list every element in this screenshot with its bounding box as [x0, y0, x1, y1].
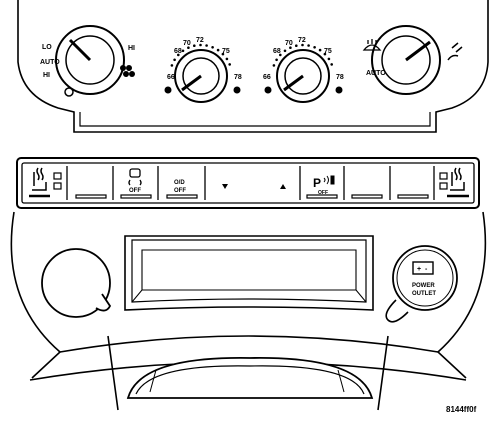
park-assist-off-label: OFF [318, 190, 328, 196]
left-round-cap[interactable] [41, 248, 112, 318]
floor-vent-icon [447, 42, 463, 61]
battery-icon: + - [412, 261, 434, 275]
fan-hi-label-left: HI [43, 72, 50, 79]
left-temp-cold-dot [164, 86, 172, 94]
climate-panel [17, 0, 489, 133]
temp-scale-dot [211, 46, 214, 49]
blank-switch-2 [345, 165, 389, 201]
defrost-icon [362, 39, 382, 51]
temp-scale-dot [177, 53, 180, 57]
power-outlet[interactable]: + - POWER OUTLET [385, 245, 458, 323]
left-temp-66: 66 [167, 74, 175, 81]
temp-scale-dot [289, 46, 292, 49]
cupholder-tray[interactable] [126, 357, 374, 399]
right-temp-68: 68 [273, 48, 281, 55]
esc-off-button[interactable]: OFF [114, 165, 157, 201]
right-temp-scale-dots [272, 43, 334, 67]
svg-text:-: - [425, 266, 428, 273]
skid-car-icon [128, 168, 142, 186]
temp-scale-dot [181, 49, 185, 53]
temp-scale-dot [327, 57, 331, 61]
power-outlet-label-1: POWER [412, 283, 435, 289]
fan-lo-label: LO [42, 44, 52, 51]
right-temp-hot-dot [335, 86, 343, 94]
right-temp-knob[interactable] [276, 49, 330, 103]
blank-switch-3 [391, 165, 433, 201]
temp-scale-dot [173, 58, 176, 62]
right-temp-70: 70 [285, 40, 293, 47]
temp-scale-dot [323, 52, 327, 56]
mode-auto-label: AUTO [366, 70, 386, 77]
temp-scale-dot [170, 64, 174, 67]
seat-heat-icon-right [447, 167, 469, 198]
right-heated-seat-button[interactable] [435, 165, 473, 201]
temp-scale-dot [228, 63, 231, 66]
left-temp-78: 78 [234, 74, 242, 81]
figure-id: 8144ff0f [446, 405, 477, 414]
mode-knob[interactable] [371, 25, 441, 95]
seat-level-indicators-right [439, 172, 448, 190]
temp-scale-dot [295, 44, 298, 47]
left-temp-scale-dots [170, 43, 231, 67]
right-temp-cold-dot [264, 86, 272, 94]
left-temp-72: 72 [196, 37, 204, 44]
park-assist-letter: P [313, 176, 321, 190]
lower-console-outline [10, 211, 487, 411]
temp-scale-dot [313, 46, 316, 49]
fan-auto-label: AUTO [40, 59, 60, 66]
park-sensor-icon [323, 175, 335, 185]
od-off-label: OFF [174, 188, 186, 194]
fan-hi-label-right: HI [128, 45, 135, 52]
temp-scale-dot [193, 44, 196, 47]
overdrive-off-button[interactable]: O/D OFF [159, 165, 204, 201]
temp-scale-dot [272, 64, 276, 67]
seek-display [222, 184, 286, 189]
temp-scale-dot [221, 52, 225, 56]
right-temp-75: 75 [324, 48, 332, 55]
right-temp-78: 78 [336, 74, 344, 81]
down-arrow-icon[interactable] [222, 184, 228, 189]
temp-scale-dot [301, 43, 304, 47]
temp-scale-dot [307, 44, 310, 47]
outlet-cap-tether [385, 299, 409, 323]
seat-level-indicators-left [53, 172, 62, 190]
temp-scale-dot [275, 58, 278, 62]
left-heated-seat-button[interactable] [24, 165, 66, 201]
left-temp-75: 75 [222, 48, 230, 55]
seat-heat-icon-left [29, 167, 50, 198]
temp-scale-dot [187, 46, 190, 49]
temp-scale-dot [225, 57, 229, 61]
temp-scale-dot [205, 44, 208, 47]
switch-bank [16, 157, 480, 209]
fan-speed-knob[interactable] [55, 25, 125, 95]
temp-scale-dot [279, 53, 282, 57]
temp-scale-dot [283, 49, 287, 53]
up-arrow-icon[interactable] [280, 184, 286, 189]
storage-bin[interactable] [124, 235, 374, 311]
fan-off-indicator [64, 87, 74, 97]
od-label: O/D [174, 180, 185, 186]
temp-scale-dot [330, 63, 334, 66]
left-temp-70: 70 [183, 40, 191, 47]
left-temp-knob[interactable] [174, 49, 228, 103]
fan-icon [120, 65, 135, 77]
blank-switch-1 [68, 165, 112, 201]
power-outlet-label-2: OUTLET [412, 291, 436, 297]
temp-scale-dot [216, 48, 220, 52]
right-temp-66: 66 [263, 74, 271, 81]
temp-scale-dot [318, 48, 322, 52]
left-temp-hot-dot [233, 86, 241, 94]
temp-scale-dot [199, 43, 202, 47]
right-temp-72: 72 [298, 37, 306, 44]
esc-off-label: OFF [129, 188, 141, 194]
svg-text:+: + [417, 266, 421, 273]
left-temp-68: 68 [174, 48, 182, 55]
park-assist-off-button[interactable]: P OFF [301, 165, 343, 201]
